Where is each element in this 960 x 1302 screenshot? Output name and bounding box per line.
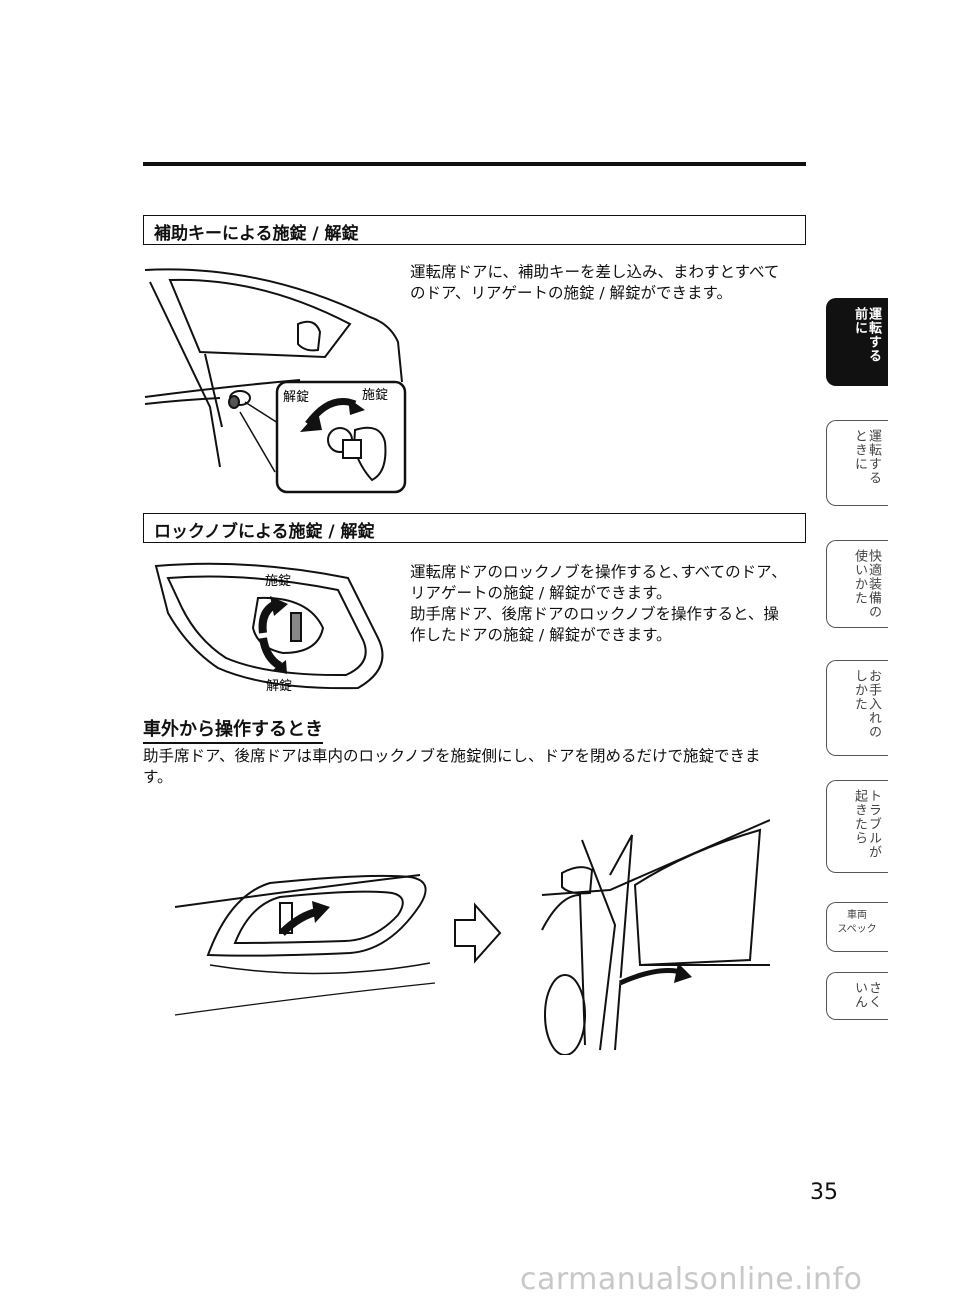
unlock-label: 解錠 bbox=[266, 679, 292, 694]
tab-maintenance[interactable]: お手入れの しかた bbox=[826, 660, 888, 756]
tab-label: 車両 スペック bbox=[837, 910, 877, 935]
tab-label: お手入れの しかた bbox=[852, 669, 881, 739]
lock-knob-illustration: 施錠 解錠 bbox=[154, 562, 384, 694]
tab-label: 運転する 前に bbox=[852, 307, 881, 363]
subheading-outside: 車外から操作するとき bbox=[143, 715, 323, 744]
watermark: carmanualsonline.info bbox=[520, 1262, 863, 1297]
unlock-label: 解錠 bbox=[283, 390, 309, 405]
section-header-key-lock: 補助キーによる施錠 / 解錠 bbox=[143, 215, 806, 245]
door-close-illustration bbox=[174, 819, 770, 1055]
tab-comfort[interactable]: 快適装備の 使いかた bbox=[826, 540, 888, 628]
tab-when-driving[interactable]: 運転する ときに bbox=[826, 420, 888, 506]
section-body: 運転席ドアのロックノブを操作すると､すべてのドア､ リアゲートの施錠 / 解錠が… bbox=[410, 563, 780, 644]
tab-index[interactable]: さく いん bbox=[826, 972, 888, 1020]
key-lock-illustration: 解錠 施錠 bbox=[144, 268, 407, 494]
top-rule bbox=[143, 162, 806, 166]
section-body: 助手席ドア、後席ドアは車内のロックノブを施錠側にし、ドアを閉めるだけで施錠できま… bbox=[143, 747, 761, 786]
tab-specs[interactable]: 車両 スペック bbox=[826, 902, 888, 952]
tab-label: 運転する ときに bbox=[852, 429, 881, 485]
lock-label: 施錠 bbox=[362, 388, 388, 403]
tab-before-driving[interactable]: 運転する 前に bbox=[826, 298, 888, 386]
tab-label: トラブルが 起きたら bbox=[852, 789, 881, 859]
tab-trouble[interactable]: トラブルが 起きたら bbox=[826, 780, 888, 873]
section-title: ロックノブによる施錠 / 解錠 bbox=[154, 522, 375, 542]
section-title: 補助キーによる施錠 / 解錠 bbox=[154, 224, 359, 244]
tab-label: 快適装備の 使いかた bbox=[852, 549, 881, 619]
tab-label: さく いん bbox=[852, 981, 881, 1009]
page-number: 35 bbox=[810, 1180, 838, 1205]
section-body: 運転席ドアに、補助キーを差し込み、まわすとすべて のドア、リアゲートの施錠 / … bbox=[410, 263, 780, 302]
section-header-knob-lock: ロックノブによる施錠 / 解錠 bbox=[143, 513, 806, 543]
lock-label: 施錠 bbox=[265, 574, 291, 589]
